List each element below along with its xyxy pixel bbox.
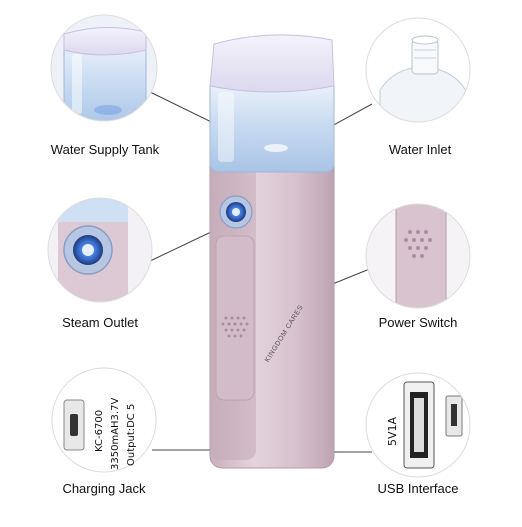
label-water-supply-tank: Water Supply Tank — [50, 142, 160, 157]
inset-steam-outlet — [47, 197, 153, 303]
label-power-switch: Power Switch — [378, 315, 458, 330]
inset-usb-interface — [365, 372, 471, 478]
water-inlet-opening — [264, 144, 288, 152]
inset-charging-jack — [51, 367, 157, 473]
inset-power-switch — [365, 203, 471, 309]
power-switch-dots — [221, 316, 249, 338]
device-body-panel — [215, 235, 255, 401]
tank-cap — [209, 34, 335, 93]
label-usb-interface: USB Interface — [377, 481, 459, 496]
charging-jack-output-text: Output:DC 5 — [126, 403, 137, 466]
usb-rating-text: 5V1A — [386, 416, 399, 446]
label-charging-jack: Charging Jack — [62, 481, 146, 496]
mist-sprayer-device — [209, 34, 335, 469]
charging-jack-capacity-text: 3350mAH3.7V — [110, 397, 121, 470]
steam-outlet-center — [232, 208, 240, 216]
charging-jack-model-text: KC-6700 — [94, 409, 105, 452]
inset-water-inlet — [365, 17, 471, 123]
inset-water-supply-tank — [50, 14, 158, 122]
label-water-inlet: Water Inlet — [388, 142, 452, 157]
label-steam-outlet: Steam Outlet — [62, 315, 138, 330]
tank-highlight — [218, 92, 234, 162]
